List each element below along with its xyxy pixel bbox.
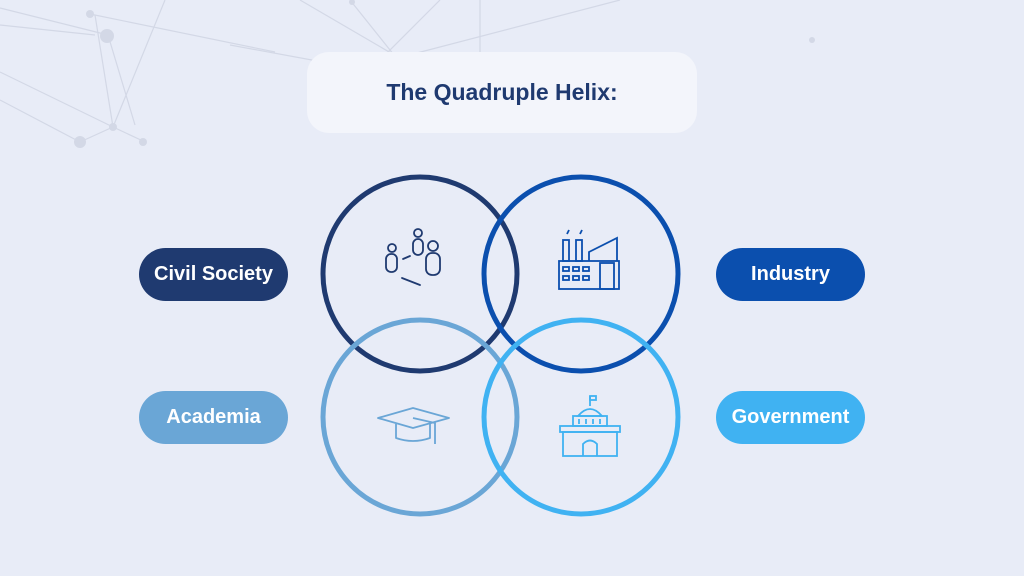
circle-academia <box>320 317 520 517</box>
circle-industry <box>481 174 681 374</box>
page-title: The Quadruple Helix: <box>386 79 618 105</box>
factory-icon <box>558 229 620 290</box>
label-industry: Industry <box>716 248 865 301</box>
graduation-cap-icon <box>377 407 450 444</box>
label-academia: Academia <box>139 391 288 444</box>
title-box: The Quadruple Helix: <box>307 52 697 133</box>
circle-civil-society <box>320 174 520 374</box>
people-network-icon <box>385 228 441 286</box>
label-government: Government <box>716 391 865 444</box>
government-building-icon <box>559 395 621 457</box>
label-civil-society: Civil Society <box>139 248 288 301</box>
circle-government <box>481 317 681 517</box>
